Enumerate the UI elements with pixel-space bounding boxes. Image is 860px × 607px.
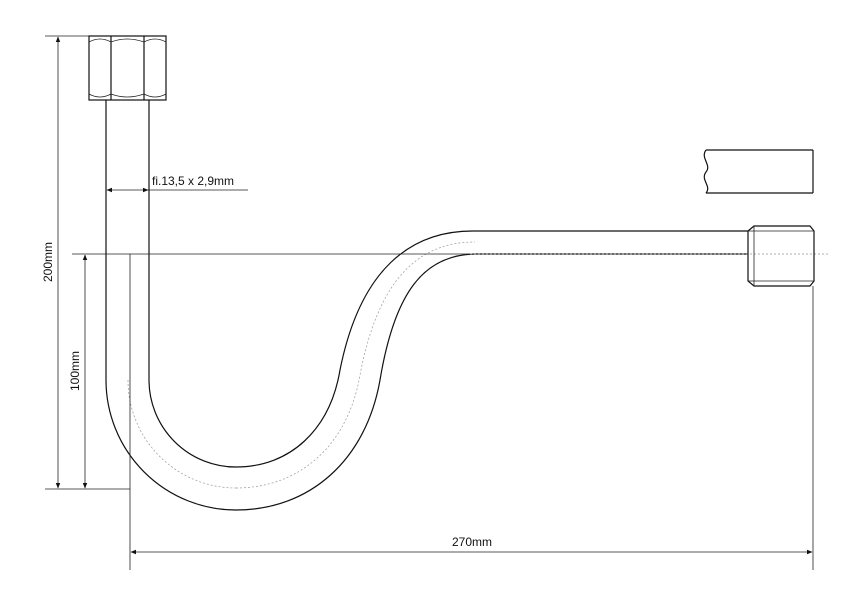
vertical-tube [105,100,150,380]
dim-overall-width: 270mm [130,535,813,555]
dim-overall-height: 200mm [41,36,61,489]
dim-label-overall-width: 270mm [452,535,492,549]
extension-lines [45,35,814,570]
tube-section-detail [703,149,814,194]
end-fitting [747,225,815,287]
dim-label-bend-height: 100mm [68,351,82,391]
u-bend [105,379,237,511]
s-bend [235,230,476,511]
dim-label-tube-size: fi.13,5 x 2,9mm [152,174,234,188]
dim-tube-size: fi.13,5 x 2,9mm [106,174,248,193]
horizontal-tube [470,230,830,255]
hex-nut [88,35,167,101]
dim-label-overall-height: 200mm [41,242,55,282]
dim-bend-height: 100mm [68,254,88,489]
